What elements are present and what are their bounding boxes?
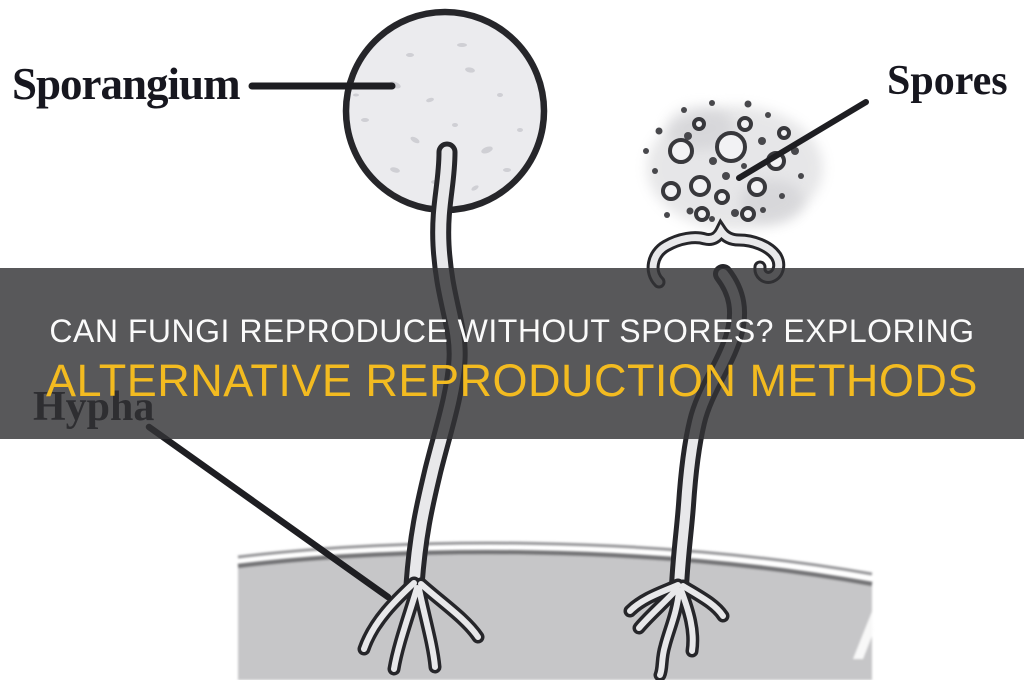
spores-dots	[643, 100, 804, 222]
pointer-lines	[145, 82, 869, 601]
left-roots	[357, 576, 485, 676]
substrate	[237, 541, 874, 680]
spores-label: Spores	[887, 58, 1008, 104]
title-line-1: CAN FUNGI REPRODUCE WITHOUT SPORES? EXPL…	[49, 313, 975, 349]
watermark-mark	[853, 609, 874, 659]
sporangium-label: Sporangium	[12, 59, 241, 109]
spores-pointer-line	[736, 99, 869, 181]
title-banner: CAN FUNGI REPRODUCE WITHOUT SPORES? EXPL…	[0, 268, 1024, 439]
hypha-pointer-line	[145, 423, 392, 601]
right-roots	[623, 578, 730, 680]
title-line-2: ALTERNATIVE REPRODUCTION METHODS	[46, 355, 978, 406]
surface-main-line	[237, 549, 873, 587]
surface-upper-line	[237, 541, 873, 576]
spores-outlined	[661, 116, 791, 222]
